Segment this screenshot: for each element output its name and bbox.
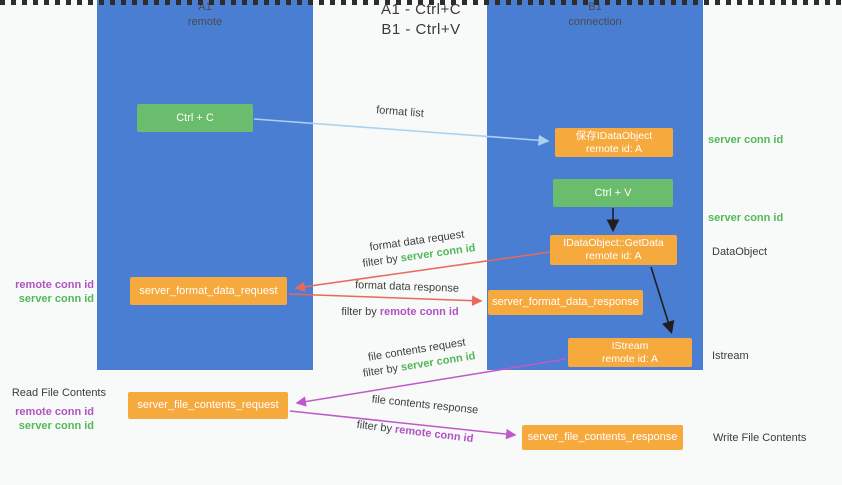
save-idataobject-node: 保存IDataObject remote id: A [555, 128, 673, 157]
format-list-text: format list [375, 104, 425, 120]
filter-by-prefix: filter by [341, 306, 377, 318]
diagram-title-line2: B1 - Ctrl+V [381, 21, 461, 38]
format-data-response-filter: filter by remote conn id [325, 306, 475, 318]
server-file-contents-response-node: server_file_contents_response [522, 425, 683, 450]
istream-node-line2: remote id: A [601, 352, 659, 365]
server-file-contents-response-label: server_file_contents_response [527, 431, 678, 443]
server-format-data-response-node: server_format_data_response [488, 290, 643, 315]
istream-annotation: Istream [712, 350, 749, 362]
phase-separator-dotted-line [0, 0, 842, 5]
server-conn-id-annotation-format: server conn id [18, 293, 94, 305]
server-file-contents-request-node: server_file_contents_request [128, 392, 288, 419]
write-file-contents-annotation: Write File Contents [713, 432, 807, 444]
save-idataobject-line2: remote id: A [585, 142, 643, 155]
idataobject-getdata-line1: IDataObject::GetData [563, 237, 664, 249]
remote-conn-id-annotation-format: remote conn id [15, 279, 94, 291]
diagram-title-line1: A1 - Ctrl+C [380, 1, 462, 18]
ctrl-c-node: Ctrl + C [137, 104, 253, 132]
diagram-title: A1 - Ctrl+C B1 - Ctrl+V [0, 0, 842, 40]
format-data-response-arrow [288, 293, 483, 306]
save-idataobject-line1: 保存IDataObject [575, 129, 653, 142]
format-data-response-flow-label: format data response [332, 278, 482, 295]
istream-node: IStream remote id: A [568, 338, 692, 367]
server-file-contents-request-label: server_file_contents_request [137, 399, 279, 411]
ctrl-v-label: Ctrl + V [594, 187, 632, 199]
filter-key-remote-conn-id: remote conn id [394, 423, 474, 446]
idataobject-getdata-node: IDataObject::GetData remote id: A [550, 235, 677, 265]
lifeline-b1-role: connection [568, 16, 622, 28]
server-format-data-request-label: server_format_data_request [139, 284, 278, 297]
remote-conn-id-annotation-file: remote conn id [15, 406, 94, 418]
filter-by-prefix: filter by [362, 362, 399, 380]
dataobject-annotation: DataObject [712, 246, 768, 258]
ctrl-v-node: Ctrl + V [553, 179, 673, 207]
lifeline-a1-role: remote [187, 16, 223, 28]
lifeline-a1-bar [97, 0, 313, 370]
server-conn-id-annotation-file: server conn id [18, 420, 94, 432]
filter-by-prefix: filter by [361, 252, 399, 270]
server-conn-id-annotation-mid: server conn id [708, 212, 784, 224]
format-data-response-text: format data response [354, 279, 460, 295]
format-list-flow-label: format list [345, 102, 456, 122]
server-format-data-request-node: server_format_data_request [130, 277, 287, 305]
istream-node-line1: IStream [611, 339, 649, 352]
file-contents-response-filter: filter by remote conn id [345, 418, 485, 447]
filter-key-remote-conn-id: remote conn id [379, 306, 459, 318]
server-conn-id-annotation-top: server conn id [708, 134, 784, 146]
ctrl-c-label: Ctrl + C [176, 112, 214, 124]
idataobject-getdata-line2: remote id: A [585, 250, 642, 262]
file-contents-request-flow-label: file contents request filter by server c… [337, 332, 499, 384]
server-format-data-response-label: server_format_data_response [492, 296, 639, 308]
read-file-contents-annotation: Read File Contents [11, 387, 106, 399]
filter-by-prefix: filter by [356, 418, 393, 436]
file-contents-response-flow-label: file contents response [355, 392, 495, 419]
format-data-request-flow-label: format data request filter by server con… [337, 224, 499, 273]
file-contents-response-text: file contents response [371, 393, 479, 417]
